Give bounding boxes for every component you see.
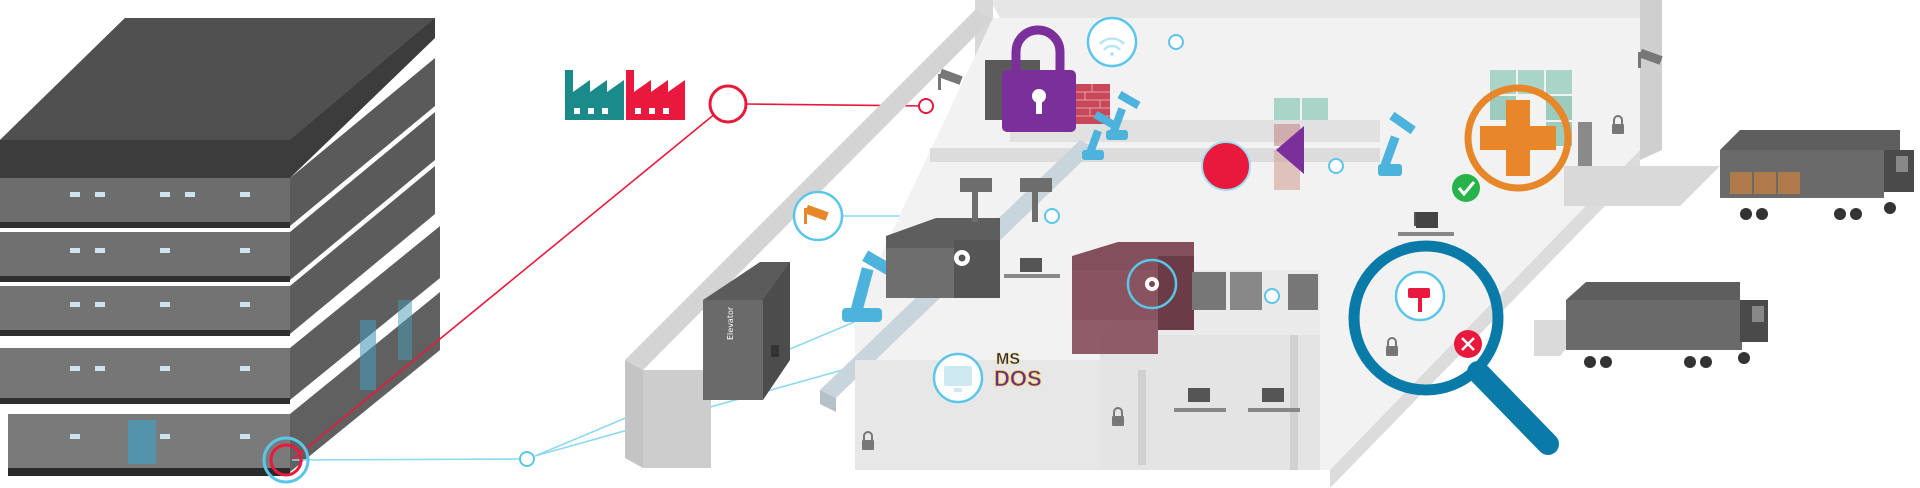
gear-icon	[954, 250, 970, 266]
robot-arm-icon	[1082, 111, 1117, 160]
red-node	[708, 84, 748, 124]
msdos-logo: MS DOS	[994, 351, 1042, 392]
lock-icon	[1612, 115, 1624, 134]
factory-icon-red	[626, 70, 685, 120]
msdos-top: MS	[996, 351, 1020, 368]
robot-arm-icon	[1106, 91, 1141, 140]
red-node	[918, 98, 934, 114]
workstation	[960, 178, 1454, 412]
building-floor	[0, 112, 435, 282]
lock-icon	[1112, 407, 1124, 426]
network-nodes	[519, 34, 1344, 467]
truck-icon	[1720, 130, 1914, 220]
machine-block	[1072, 242, 1194, 354]
magnifier-icon	[1348, 240, 1559, 455]
monitor-icon	[932, 352, 984, 404]
loading-dock	[1564, 166, 1720, 206]
gear-icon	[1126, 258, 1178, 310]
factory-icon-teal	[565, 70, 624, 120]
desk-icons	[70, 192, 250, 439]
check-icon	[1452, 174, 1480, 202]
building-node	[262, 436, 310, 484]
padlock-icon	[985, 25, 1076, 132]
security-camera-icon	[1638, 48, 1663, 68]
security-camera-icon	[792, 190, 844, 242]
cross-icon	[1454, 330, 1482, 358]
office-building	[0, 18, 440, 476]
robot-arm-icon	[1378, 111, 1416, 176]
truck-icon	[1566, 282, 1768, 368]
lock-icon	[862, 431, 874, 450]
elevator-label: Elevator	[726, 306, 735, 340]
medical-cross-icon	[1464, 84, 1572, 192]
highlighted-room	[128, 420, 156, 464]
building-floor	[0, 58, 435, 228]
warning-marker	[1394, 270, 1446, 322]
security-camera-icon	[938, 68, 963, 90]
filter-triangle	[1276, 126, 1304, 174]
building-floor	[0, 166, 435, 336]
elevator: Elevator	[703, 262, 790, 400]
central-hub	[1201, 141, 1251, 191]
machine-block	[886, 218, 1000, 298]
building-floor	[0, 226, 440, 404]
wifi-icon	[1086, 16, 1138, 68]
lock-icon	[1386, 337, 1398, 356]
msdos-bottom: DOS	[994, 366, 1042, 391]
